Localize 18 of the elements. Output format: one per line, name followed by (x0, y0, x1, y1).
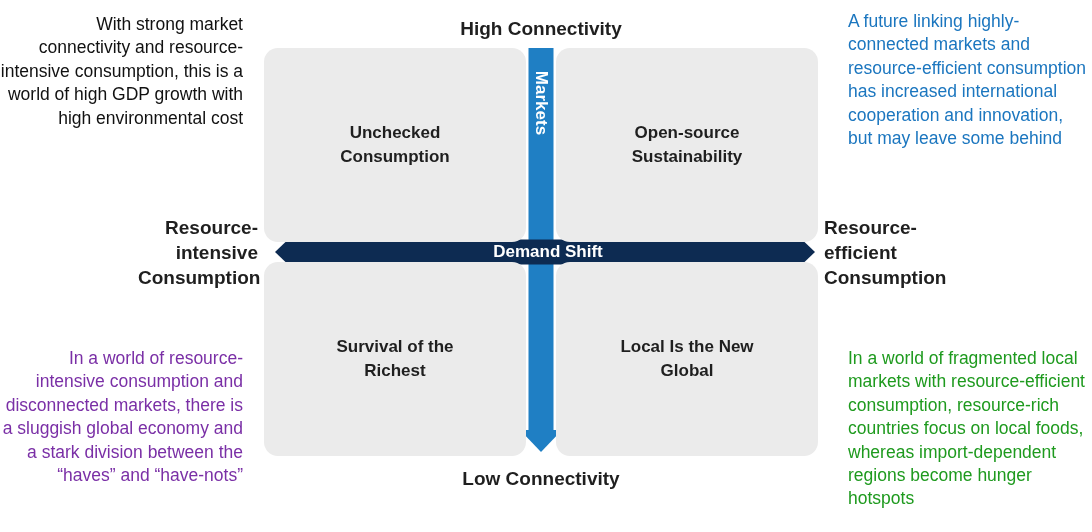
axis-label: Resource- intensive Consumption (138, 215, 258, 290)
quadrant-box (264, 262, 526, 456)
quadrant-box (556, 48, 818, 242)
axis-label: Low Connectivity (462, 466, 620, 491)
axis-label: High Connectivity (460, 16, 622, 41)
quadrant-title: Local Is the New Global (619, 336, 755, 382)
scenario-description: In a world of resource-intensive consumption and disconnected markets, there is a sluggish global economy and a stark division between the “haves” and “have-nots” (1, 347, 243, 488)
quadrant-box (556, 262, 818, 456)
scenario-description: In a world of fragmented local markets with resource-efficient consumption, resource-rich countries focus on local foods, whereas import-dependent regions become hunger hotspots (848, 347, 1086, 511)
edge-label: Markets (531, 70, 551, 136)
scenario-description: With strong market connectivity and resource-intensive consumption, this is a world of high GDP growth with high environmental cost (0, 13, 243, 130)
quadrant-box (264, 48, 526, 242)
edge-label: Demand Shift (493, 242, 603, 262)
quadrant-title: Survival of the Richest (335, 336, 455, 382)
scenario-description: A future linking highly-connected markets and resource-efficient consumption has increased international cooperation and innovation, but may leave some behind (848, 10, 1087, 151)
quadrant-title: Unchecked Consumption (339, 122, 451, 168)
quadrant-title: Open-source Sustainability (630, 122, 744, 168)
axis-label: Resource- efficient Consumption (824, 215, 948, 290)
